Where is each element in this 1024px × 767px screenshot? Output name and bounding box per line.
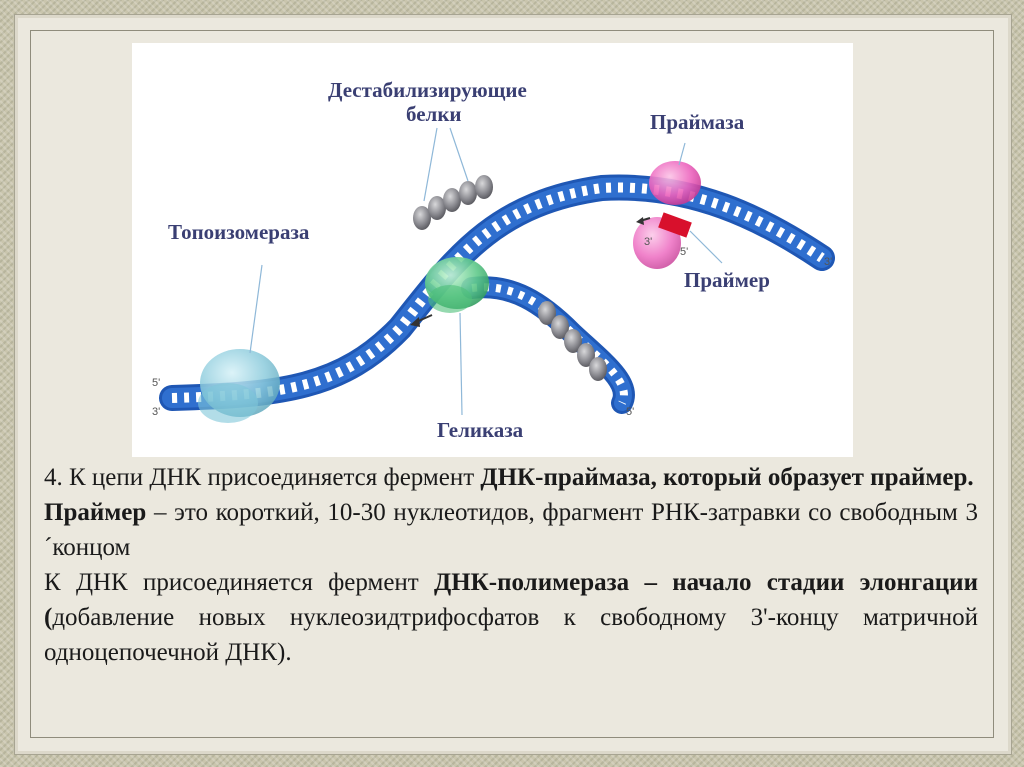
caption-paragraph-2: Праймер – это короткий, 10-30 нуклеотидо… bbox=[44, 495, 978, 565]
slide-inner-border bbox=[30, 30, 994, 738]
end-left-top: 5' bbox=[152, 377, 160, 389]
caption-p1-part1: 4. К цепи ДНК присоединяется фермент bbox=[44, 464, 481, 491]
caption-text: 4. К цепи ДНК присоединяется фермент ДНК… bbox=[44, 460, 978, 670]
caption-p3-bold: ДНК-полимераза – начало стадии элонгации… bbox=[44, 569, 978, 631]
ssb-proteins-upper bbox=[413, 175, 493, 230]
label-primer: Праймер bbox=[684, 268, 770, 292]
diagram-svg: Дестабилизирующие белки Праймаза Топоизо… bbox=[152, 78, 835, 442]
dna-replication-diagram: Дестабилизирующие белки Праймаза Топоизо… bbox=[132, 43, 853, 457]
caption-p1-bold: ДНК-праймаза, который образует праймер. bbox=[480, 464, 974, 491]
end-primer-3: 3' bbox=[644, 236, 652, 248]
dna-double-helix bbox=[159, 174, 835, 411]
label-helicase: Геликаза bbox=[437, 418, 524, 442]
topoisomerase-enzyme bbox=[198, 349, 280, 423]
end-left-bottom: 3' bbox=[152, 406, 160, 418]
caption-p3-part3: добавление новых нуклеозидтрифосфатов к … bbox=[44, 604, 978, 666]
label-topoisomerase: Топоизомераза bbox=[168, 220, 310, 244]
label-destabilizing-line1: Дестабилизирующие bbox=[328, 78, 527, 102]
end-right-top: 3' bbox=[824, 256, 832, 268]
caption-paragraph-3: К ДНК присоединяется фермент ДНК-полимер… bbox=[44, 565, 978, 670]
ssb-proteins-lower bbox=[538, 301, 607, 381]
caption-p2-part2: – это короткий, 10-30 нуклеотидов, фрагм… bbox=[44, 499, 978, 561]
helicase-enzyme bbox=[410, 257, 489, 327]
end-right-bottom: 5' bbox=[626, 406, 634, 418]
primer-segment bbox=[636, 212, 692, 238]
caption-p2-bold: Праймер bbox=[44, 499, 147, 526]
end-primer-5: 5' bbox=[680, 246, 688, 258]
label-destabilizing-line2: белки bbox=[406, 102, 462, 126]
caption-p3-part1: К ДНК присоединяется фермент bbox=[44, 569, 434, 596]
label-primase: Праймаза bbox=[650, 110, 745, 134]
caption-paragraph-1: 4. К цепи ДНК присоединяется фермент ДНК… bbox=[44, 460, 978, 495]
label-leaders bbox=[249, 127, 723, 416]
